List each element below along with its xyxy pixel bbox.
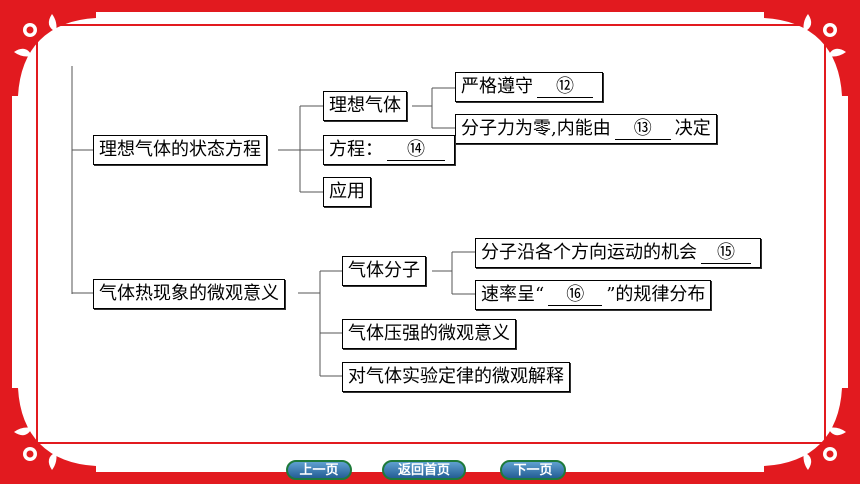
blank-14: ⑭ <box>387 140 445 161</box>
node-ideal-gas: 理想气体 <box>323 91 407 121</box>
node-speed-distribution-suffix: ”的规律分布 <box>606 284 706 305</box>
node-internal-energy-prefix: 分子力为零,内能由 <box>461 118 611 139</box>
inner-border <box>36 24 826 444</box>
prev-page-button[interactable]: 上一页 <box>286 460 352 480</box>
node-pressure-meaning: 气体压强的微观意义 <box>342 319 516 349</box>
frame-top <box>0 0 860 12</box>
node-equation-prefix: 方程： <box>329 139 383 160</box>
node-ideal-gas-label: 理想气体 <box>329 95 401 116</box>
node-state-equation-label: 理想气体的状态方程 <box>99 139 261 160</box>
node-speed-distribution-prefix: 速率呈“ <box>481 284 545 305</box>
next-page-button[interactable]: 下一页 <box>500 460 566 480</box>
node-gas-molecules-label: 气体分子 <box>348 260 420 281</box>
home-page-button[interactable]: 返回首页 <box>382 460 466 480</box>
node-application: 应用 <box>323 177 371 207</box>
node-molecule-directions-prefix: 分子沿各个方向运动的机会 <box>481 242 697 263</box>
node-state-equation: 理想气体的状态方程 <box>93 135 267 165</box>
corner-ornament-top-right <box>764 0 860 96</box>
node-equation: 方程：⑭ <box>323 135 455 165</box>
blank-15: ⑮ <box>701 243 751 264</box>
node-microscopic-meaning: 气体热现象的微观意义 <box>93 279 285 309</box>
node-experimental-laws-label: 对气体实验定律的微观解释 <box>348 366 564 387</box>
node-pressure-meaning-label: 气体压强的微观意义 <box>348 323 510 344</box>
frame-right <box>848 0 860 484</box>
node-internal-energy-suffix: 决定 <box>674 118 711 139</box>
corner-ornament-bottom-left <box>0 388 96 484</box>
blank-13: ⑬ <box>614 119 671 140</box>
blank-12: ⑫ <box>537 77 593 98</box>
corner-ornament-top-left <box>0 0 96 96</box>
node-gas-molecules: 气体分子 <box>342 256 426 286</box>
node-microscopic-meaning-label: 气体热现象的微观意义 <box>99 283 279 304</box>
node-experimental-laws: 对气体实验定律的微观解释 <box>342 362 570 392</box>
node-application-label: 应用 <box>329 181 365 202</box>
corner-ornament-bottom-right <box>764 388 860 484</box>
node-strictly-obey-prefix: 严格遵守 <box>461 76 533 97</box>
frame-left <box>0 0 12 484</box>
blank-16: ⑯ <box>548 285 603 306</box>
node-speed-distribution: 速率呈“⑯”的规律分布 <box>475 280 712 310</box>
